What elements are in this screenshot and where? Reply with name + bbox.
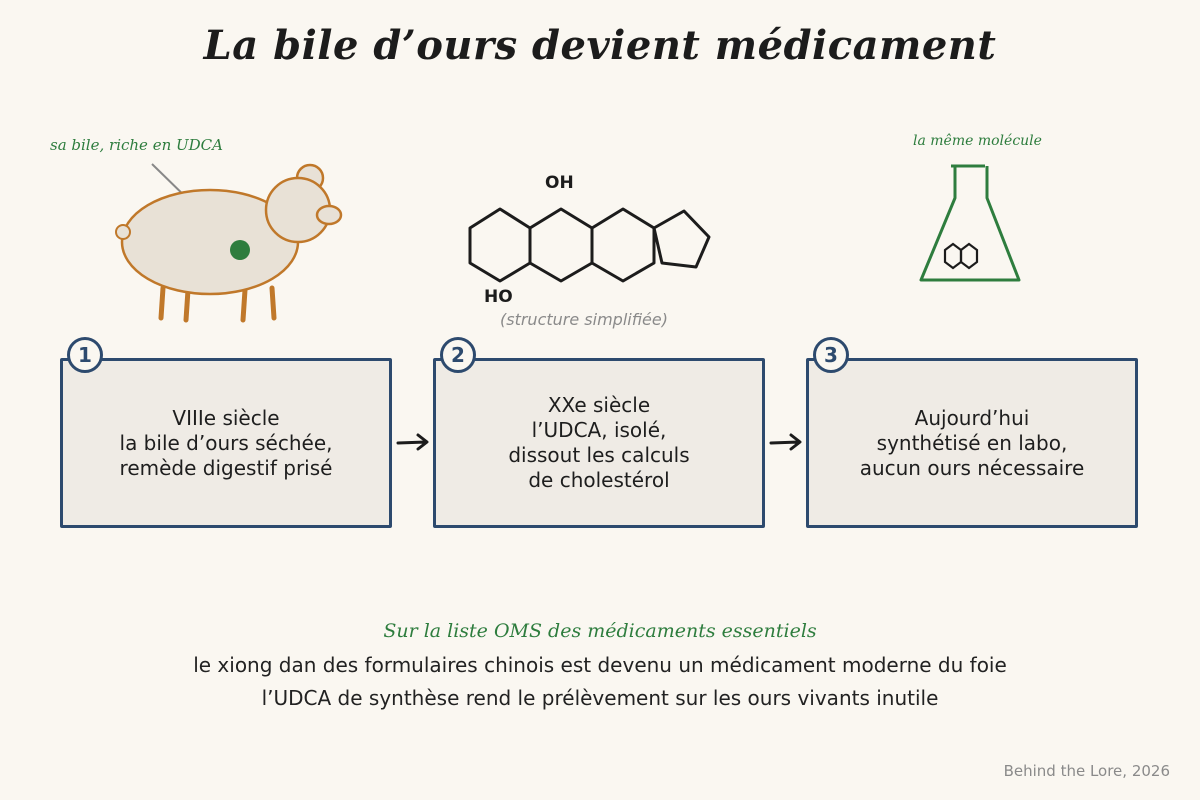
flask-molecule-icon <box>943 242 979 270</box>
molecule-oh-label: OH <box>545 173 574 193</box>
step-2-box: XXe siècle l’UDCA, isolé, dissout les ca… <box>433 358 765 528</box>
bear-annotation: sa bile, riche en UDCA <box>50 136 223 154</box>
molecule-ring-c <box>590 207 656 283</box>
step-1-line-2: la bile d’ours séchée, <box>119 430 333 455</box>
credit: Behind the Lore, 2026 <box>1003 762 1170 780</box>
step-2-line-4: de cholestérol <box>528 468 670 492</box>
step-3-badge: 3 <box>813 337 849 373</box>
page-title: La bile d’ours devient médicament <box>203 22 997 69</box>
bear-snout <box>315 204 343 226</box>
step-3-line-1: Aujourd’hui <box>914 405 1030 430</box>
molecule-structure <box>468 207 711 283</box>
flask-icon <box>919 164 1021 282</box>
bear-illustration <box>115 163 343 323</box>
step-3-line-2: synthétisé en labo, <box>876 430 1068 455</box>
step-1-box: VIIIe siècle la bile d’ours séchée, remè… <box>60 358 392 528</box>
footer-title: Sur la liste OMS des médicaments essenti… <box>383 620 817 642</box>
gallbladder-dot <box>230 240 250 260</box>
step-1-badge: 1 <box>67 337 103 373</box>
flask-annotation: la même molécule <box>913 133 1042 149</box>
step-3-box: Aujourd’hui synthétisé en labo, aucun ou… <box>806 358 1138 528</box>
step-1-line-1: VIIIe siècle <box>172 405 280 430</box>
molecule-note: (structure simplifiée) <box>500 310 668 329</box>
molecule-ho-label: HO <box>484 287 513 307</box>
molecule-ring-d <box>652 209 711 269</box>
step-2-line-2: l’UDCA, isolé, <box>531 418 667 442</box>
footer-line-2: l’UDCA de synthèse rend le prélèvement s… <box>261 686 939 710</box>
step-3-line-3: aucun ours nécessaire <box>859 455 1085 480</box>
step-2-badge: 2 <box>440 337 476 373</box>
molecule-ring-a <box>468 207 532 283</box>
step-2-line-1: XXe siècle <box>547 393 651 417</box>
bear-tail <box>115 224 131 240</box>
molecule-ring-b <box>528 207 594 283</box>
arrow-right-icon <box>769 433 802 451</box>
bear-legs <box>158 285 277 323</box>
arrow-right-icon <box>396 433 429 451</box>
footer-line-1: le xiong dan des formulaires chinois est… <box>193 653 1007 677</box>
step-1-line-3: remède digestif prisé <box>119 455 333 480</box>
step-2-line-3: dissout les calculs <box>508 443 690 467</box>
